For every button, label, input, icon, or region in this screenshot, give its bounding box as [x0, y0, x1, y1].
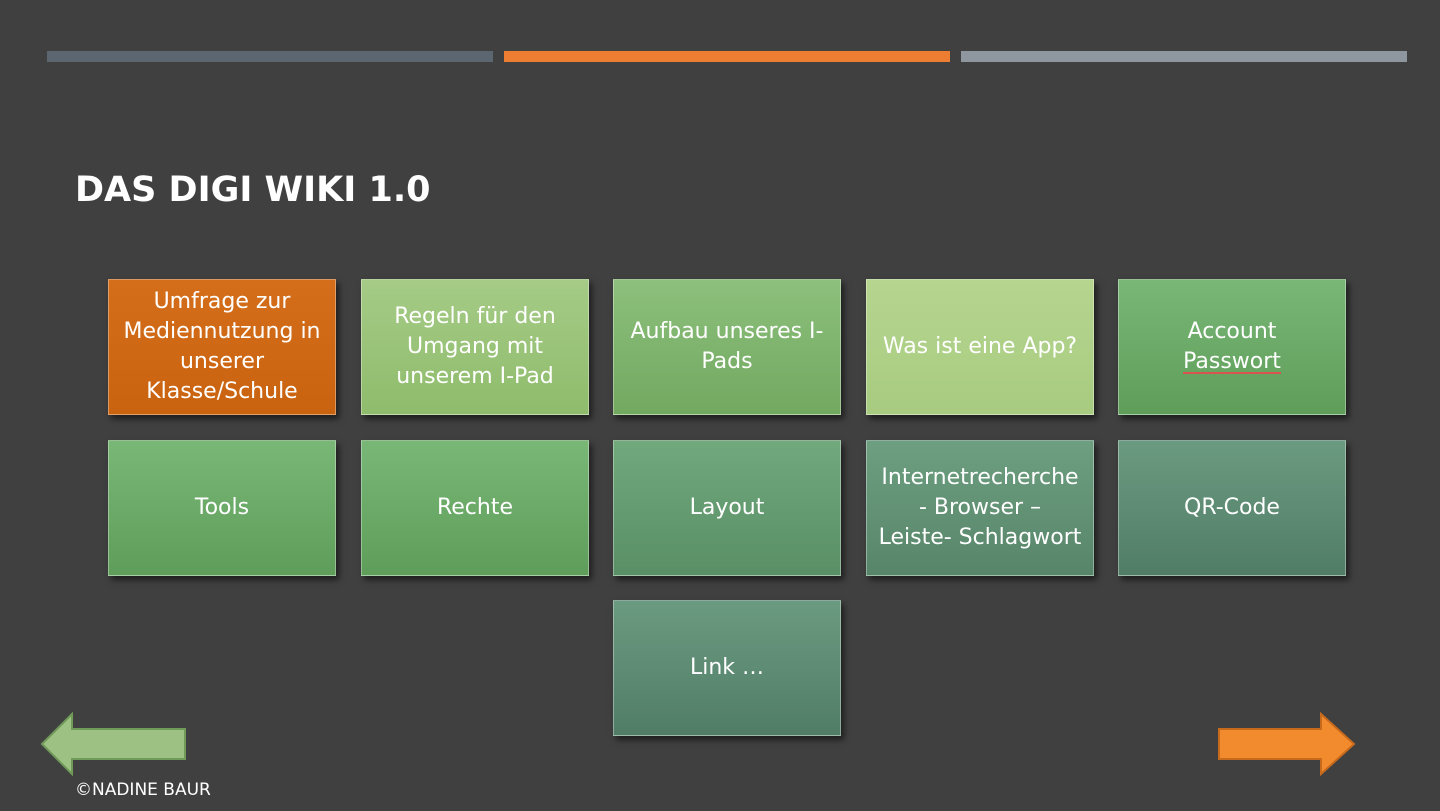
back-arrow-button[interactable] — [40, 712, 188, 776]
forward-arrow-button[interactable] — [1217, 712, 1357, 776]
tile-tools-line-1: Tools — [194, 495, 250, 520]
tile-regeln-line-3: unserem I-Pad — [396, 364, 554, 389]
tile-app-line-1: Was ist eine App? — [882, 334, 1078, 359]
tile-aufbau-line-1: Aufbau unseres I- — [630, 319, 824, 344]
tile-account[interactable]: Account Passwort — [1118, 279, 1346, 415]
slide-title: DAS DIGI WIKI 1.0 — [75, 170, 431, 210]
tile-umfrage-line-2: Mediennutzung in — [123, 319, 321, 344]
top-bar-left — [47, 51, 493, 62]
tile-regeln-line-1: Regeln für den — [394, 304, 556, 329]
tile-rechte[interactable]: Rechte — [361, 440, 589, 576]
tile-regeln-line-2: Umgang mit — [406, 334, 544, 359]
tile-aufbau[interactable]: Aufbau unseres I- Pads — [613, 279, 841, 415]
tile-qr-code-line-1: QR-Code — [1184, 495, 1280, 520]
tile-tools[interactable]: Tools — [108, 440, 336, 576]
tile-app[interactable]: Was ist eine App? — [866, 279, 1094, 415]
tile-regeln[interactable]: Regeln für den Umgang mit unserem I-Pad — [361, 279, 589, 415]
tile-qr-code[interactable]: QR-Code — [1118, 440, 1346, 576]
arrow-right-icon — [1218, 712, 1356, 776]
tile-internetrecherche-line-2: - Browser – — [918, 495, 1042, 520]
tile-internetrecherche[interactable]: Internetrecherche - Browser – Leiste- Sc… — [866, 440, 1094, 576]
tile-layout-line-1: Layout — [689, 495, 765, 520]
top-bar-center — [504, 51, 950, 62]
tile-umfrage-line-3: unserer — [179, 349, 264, 374]
tile-aufbau-line-2: Pads — [701, 349, 753, 374]
arrow-left-icon — [40, 712, 186, 776]
copyright-footer: ©NADINE BAUR — [75, 780, 211, 800]
tile-account-line-2: Passwort — [1183, 349, 1281, 374]
tile-link-line-1: Link … — [689, 655, 765, 680]
top-bar-right — [961, 51, 1407, 62]
tile-internetrecherche-line-1: Internetrecherche — [881, 465, 1079, 490]
tile-umfrage-line-1: Umfrage zur — [153, 289, 291, 314]
tile-account-line-1: Account — [1187, 319, 1277, 344]
tile-rechte-line-1: Rechte — [436, 495, 514, 520]
tile-umfrage[interactable]: Umfrage zur Mediennutzung in unserer Kla… — [108, 279, 336, 415]
tile-link[interactable]: Link … — [613, 600, 841, 736]
tile-umfrage-line-4: Klasse/Schule — [146, 379, 298, 404]
tile-internetrecherche-line-3: Leiste- Schlagwort — [878, 525, 1082, 550]
tile-layout[interactable]: Layout — [613, 440, 841, 576]
